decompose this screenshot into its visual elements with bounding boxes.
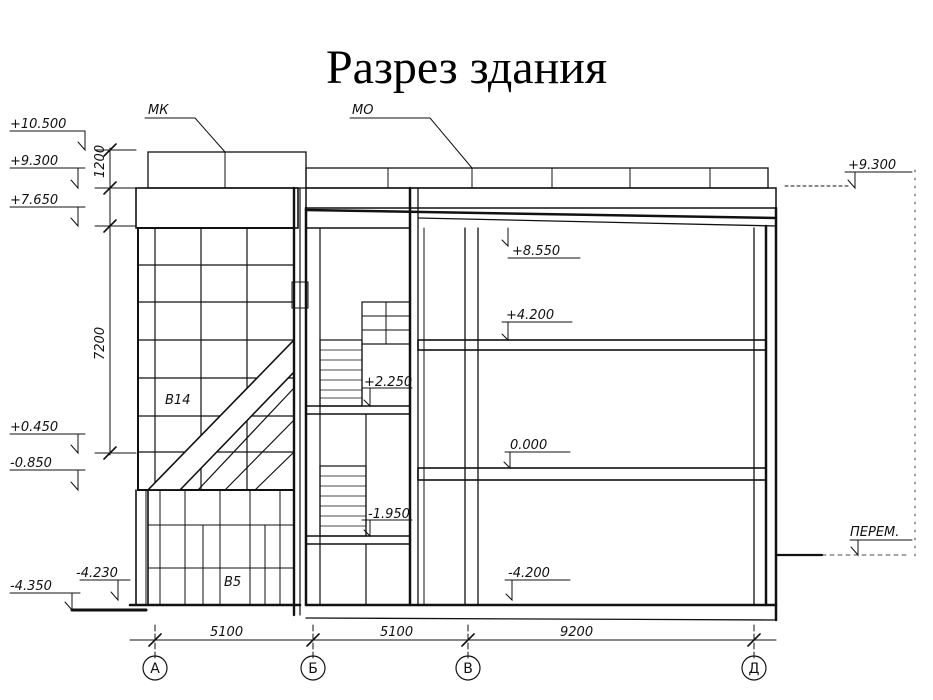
left-tower <box>70 151 309 617</box>
dim-9200: 9200 <box>560 625 593 640</box>
dim-5100-bv: 5100 <box>380 625 413 640</box>
elev-m4200: -4.200 <box>508 566 550 581</box>
elev-9300-right: +9.300 <box>848 158 896 173</box>
dim-5100-ab: 5100 <box>210 625 243 640</box>
elev-9300-left: +9.300 <box>10 154 58 169</box>
elev-m4350: -4.350 <box>10 579 52 594</box>
axis-circle-d <box>741 655 767 681</box>
axis-label-b: Б <box>308 661 318 677</box>
horizontal-dimension-chain <box>129 624 777 681</box>
elev-m4230: -4.230 <box>76 566 118 581</box>
dim-7200: 7200 <box>93 327 108 360</box>
callout-perem: ПЕРЕМ. <box>850 525 899 540</box>
mark-b5: В5 <box>224 575 241 590</box>
elev-10500: +10.500 <box>10 117 66 132</box>
elev-m0850: -0.850 <box>10 456 52 471</box>
callout-mo: МО <box>352 103 373 118</box>
elev-2250: +2.250 <box>364 375 412 390</box>
elev-7650: +7.650 <box>10 193 58 208</box>
right-hall-block <box>305 169 916 622</box>
axis-label-d: Д <box>749 661 760 677</box>
axis-circle-a <box>142 655 168 681</box>
elev-4200: +4.200 <box>506 308 554 323</box>
elev-0450: +0.450 <box>10 420 58 435</box>
elev-0000: 0.000 <box>510 438 547 453</box>
callout-mk: МК <box>148 103 169 118</box>
axis-label-a: А <box>150 661 160 677</box>
elev-8550: +8.550 <box>512 244 560 259</box>
axis-label-v: В <box>463 661 473 677</box>
dim-1200: 1200 <box>93 145 108 178</box>
page-title: Разрез здания <box>325 41 608 94</box>
axis-circle-b <box>300 655 326 681</box>
axis-circle-v <box>455 655 481 681</box>
middle-stair-block <box>304 167 778 607</box>
elev-m1950: -1.950 <box>368 507 410 522</box>
vertical-dimension-chain <box>9 117 913 612</box>
mark-b14: В14 <box>165 393 190 408</box>
